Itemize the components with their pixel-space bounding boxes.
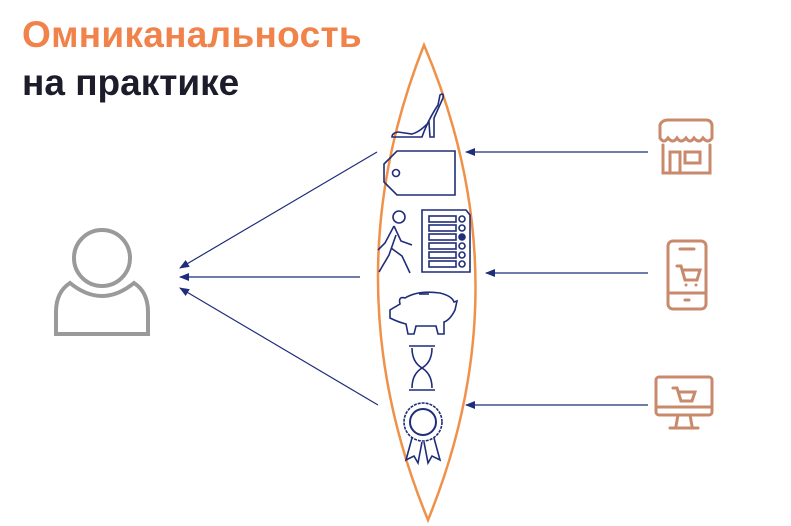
title-line-1: Омниканальность [22, 14, 362, 55]
mobile-shop-icon [666, 239, 708, 311]
lens-shape [376, 41, 477, 524]
shoe-icon [391, 93, 444, 138]
person-icon [54, 228, 150, 336]
award-ribbon-icon [403, 402, 443, 466]
hourglass-icon [409, 345, 435, 391]
walking-person-icon [377, 210, 413, 274]
desktop-shop-icon [654, 375, 714, 430]
store-icon [658, 118, 714, 175]
title-line-2: на практике [22, 62, 240, 103]
checklist-icon [421, 209, 471, 273]
arrow-to-person-3 [179, 287, 379, 406]
price-tag-icon [383, 150, 456, 196]
arrow-to-person-1 [179, 151, 378, 269]
piggy-bank-icon [389, 291, 459, 335]
